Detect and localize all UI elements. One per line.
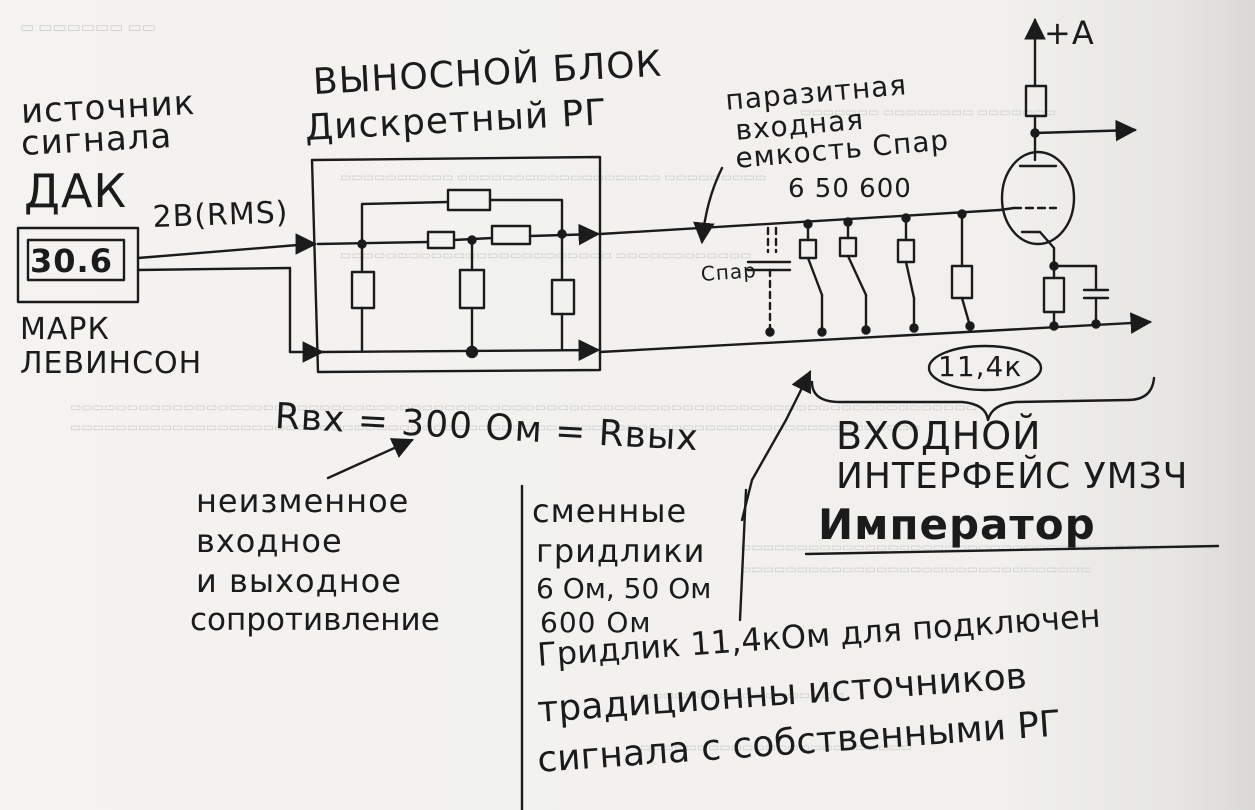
source-display-value: 30.6 (30, 242, 113, 280)
note-mid-line2: гридлики (536, 532, 706, 570)
note-left-line2: входное (196, 522, 343, 560)
source-label-line2: сигнала (20, 116, 174, 164)
note-mid-line1: сменные (532, 492, 688, 530)
source-maker-line2: ЛЕВИНСОН (20, 346, 203, 381)
bleed-through-text: ▭ ▭▭▭▭▭▭ ▭▭ (20, 19, 156, 36)
triode-stage (998, 17, 1138, 331)
bleed-through-text: ▭▭▭▭▭▭▭ ▭▭▭▭▭▭▭▭ ▭▭▭▭▭▭▭ (800, 105, 1057, 119)
source-name: ДАК (24, 164, 128, 218)
amp-title-line3: Император (818, 500, 1096, 549)
note-left-line3: и выходное (196, 562, 402, 600)
remote-block-frame (310, 155, 602, 374)
note-mid-line3: 6 Ом, 50 Ом (536, 572, 712, 605)
amp-title-line2: ИНТЕРФЕЙС УМЗЧ (836, 456, 1189, 497)
note-left-line1: неизменное (196, 482, 410, 520)
resistor-ladder (316, 188, 601, 361)
bleed-through-text: ▭▭▭▭▭▭▭▭▭▭▭▭▭▭▭▭▭▭ (640, 688, 845, 702)
bleed-through-text: ▭▭▭▭▭▭▭▭▭▭▭▭▭▭▭▭▭▭▭▭▭▭▭▭▭▭▭▭▭▭▭ (740, 562, 1092, 576)
note-mid-line4: 600 Ом (540, 606, 652, 639)
supply-label: +А (1044, 14, 1095, 52)
note-left-line4: сопротивление (190, 602, 440, 638)
dac-source-box (16, 226, 140, 304)
bleed-through-text: ▭▭▭▭▭▭▭▭▭▭▭▭▭▭▭▭▭▭▭▭▭▭▭▭▭▭▭▭▭▭▭▭▭▭▭▭▭ (740, 540, 1160, 554)
interconnect-lines (598, 208, 1153, 354)
bleed-through-text: ▭▭▭▭▭▭▭▭▭▭▭▭▭▭▭▭▭▭▭▭▭▭▭▭▭▭▭▭▭▭▭▭▭▭▭▭▭▭▭▭… (70, 400, 978, 414)
source-leads (136, 233, 325, 363)
bleed-through-text: ▭▭▭▭▭▭▭▭▭▭▭▭▭▭▭▭▭▭▭▭▭▭▭▭▭▭▭▭▭▭▭▭▭▭▭▭▭▭▭▭… (70, 420, 921, 434)
gridleak-bank (746, 209, 975, 337)
source-voltage-label: 2В(RMS) (152, 195, 289, 235)
gridleak-values: 6 50 600 (788, 174, 912, 204)
annotation-pointers (326, 166, 1220, 810)
amp-title-line1: ВХОДНОЙ (836, 414, 1042, 458)
bleed-through-text: ▭▭▭▭▭▭▭▭▭▭ ▭▭▭▭▭▭▭▭▭▭▭▭▭▭▭▭▭▭ ▭▭▭▭▭▭▭▭▭ (340, 170, 767, 184)
bleed-through-text: ▭▭▭▭▭▭▭▭▭▭▭▭▭▭▭▭▭▭▭▭▭▭▭▭ ▭▭▭▭▭▭▭▭▭▭▭▭ (340, 248, 752, 262)
amp-input-resistance: 11,4к (938, 350, 1023, 383)
parasitic-cap-label: Спар (700, 258, 758, 286)
bleed-through-text: ▭▭▭▭▭▭▭▭▭▭▭▭▭▭▭▭▭▭▭▭▭▭▭▭ (640, 740, 913, 754)
source-maker-line1: МАРК (20, 312, 110, 347)
